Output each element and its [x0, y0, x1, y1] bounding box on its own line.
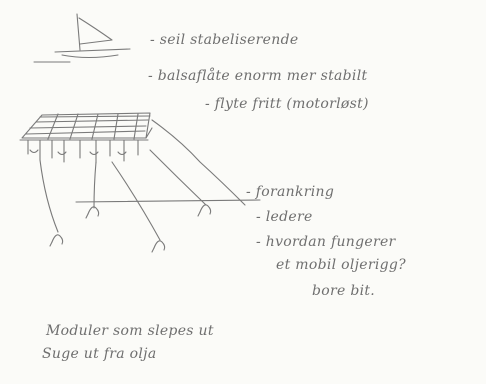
sailboat-sketch	[34, 14, 130, 62]
note-bore-bit: bore bit.	[312, 283, 375, 299]
note-modules: Moduler som slepes ut	[46, 323, 214, 339]
raft-sketch	[20, 113, 245, 205]
note-anchoring: - forankring	[246, 184, 334, 200]
anchors-sketch	[50, 205, 211, 252]
note-question-cont: et mobil oljerigg?	[276, 257, 406, 273]
note-balsa: - balsaflåte enorm mer stabilt	[148, 68, 367, 84]
note-oil: Suge ut fra olja	[42, 346, 156, 362]
note-lights: - ledere	[256, 209, 313, 225]
note-sail: - seil stabeliserende	[150, 32, 298, 48]
note-question: - hvordan fungerer	[256, 234, 396, 250]
note-float: - flyte fritt (motorløst)	[205, 96, 369, 112]
anchor-lines-sketch	[40, 150, 260, 240]
